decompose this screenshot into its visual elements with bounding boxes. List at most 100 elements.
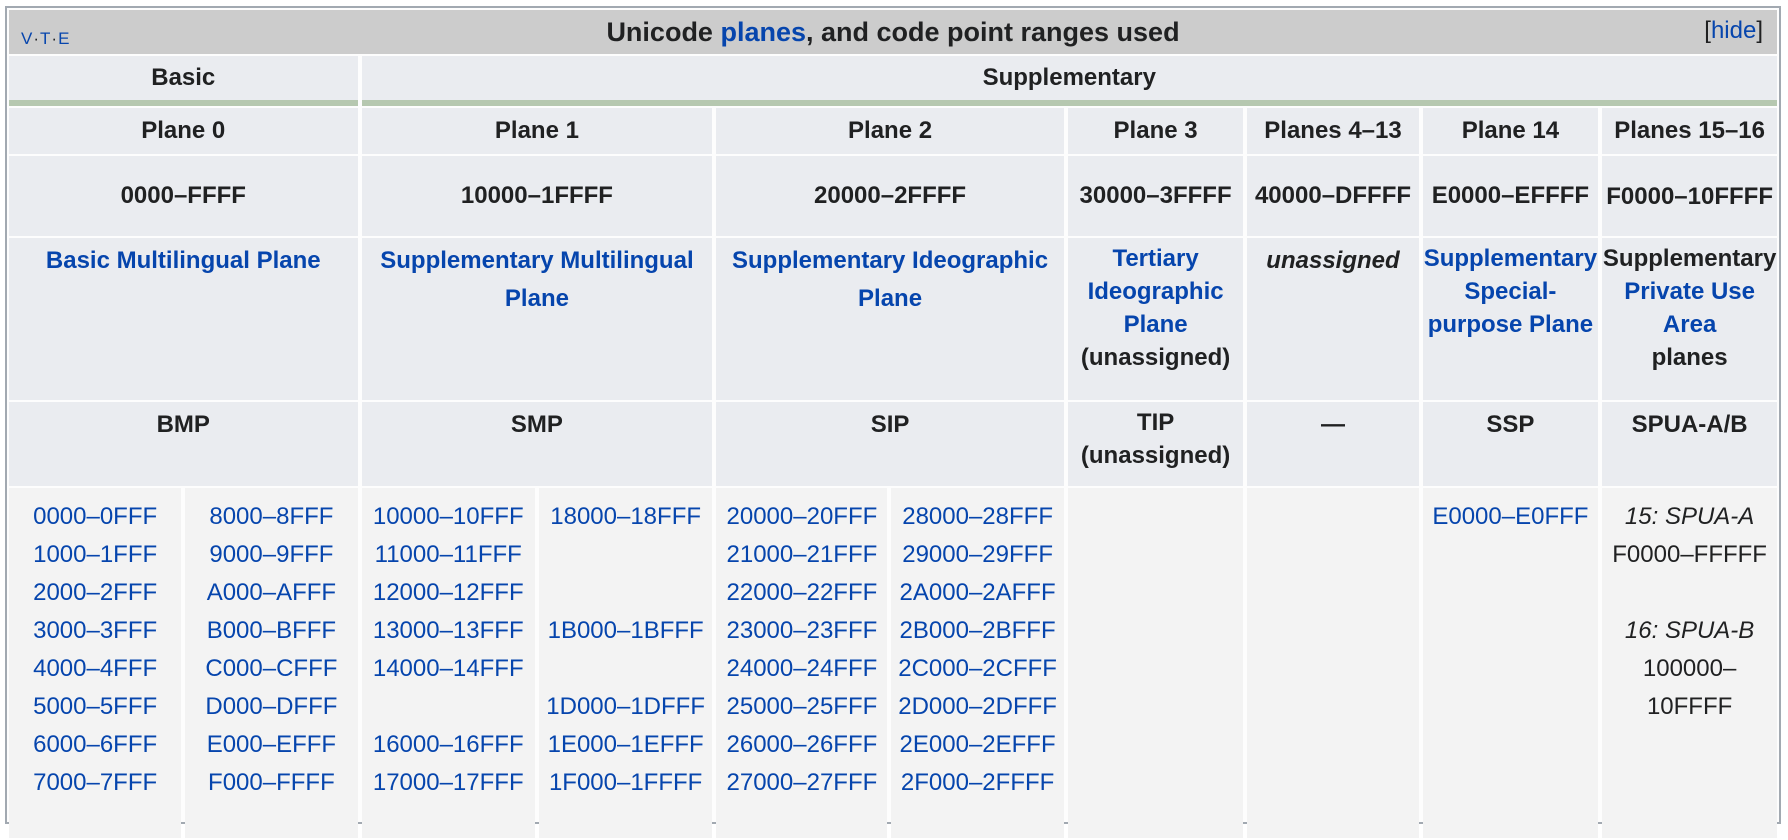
block-link[interactable]: E0000–E0FFF: [1432, 503, 1589, 530]
plane-14-label: Plane 14: [1422, 108, 1599, 154]
block-gap: [362, 688, 535, 726]
plane-0-range: 0000–FFFF: [9, 156, 358, 236]
plane-2-label: Plane 2: [716, 108, 1064, 154]
plane-2-abbr: SIP: [716, 402, 1064, 486]
block-link[interactable]: 17000–17FFF: [372, 769, 524, 796]
block-link[interactable]: 4000–4FFF: [33, 655, 158, 682]
smp-blocks-col-a: 10000–10FFF 11000–11FFF 12000–12FFF 1300…: [361, 488, 535, 838]
block-link[interactable]: 1D000–1DFFF: [546, 693, 705, 720]
plane-1-abbr: SMP: [361, 402, 713, 486]
block-link[interactable]: F000–FFFF: [208, 769, 335, 796]
block-link[interactable]: 20000–20FFF: [726, 503, 878, 530]
block-link[interactable]: 1F000–1FFFF: [548, 769, 703, 796]
block-link[interactable]: A000–AFFF: [206, 579, 337, 606]
hide-toggle[interactable]: [hide]: [1704, 17, 1763, 44]
spua-name-suffix: planes: [1651, 344, 1728, 371]
block-link[interactable]: 16000–16FFF: [372, 731, 524, 758]
spua-a-range: F0000–FFFFF: [1612, 541, 1767, 568]
smp-blocks-col-b: 18000–18FFF 1B000–1BFFF 1D000–1DFFF 1E00…: [538, 488, 713, 838]
unassigned-label: unassigned: [1266, 247, 1400, 274]
block-link[interactable]: 10000–10FFF: [372, 503, 524, 530]
block-link[interactable]: 1E000–1EFFF: [547, 731, 704, 758]
plane-3-abbr-cell: TIP (unassigned): [1067, 402, 1244, 486]
spua-name-prefix: Supplement­ary: [1602, 245, 1777, 272]
block-link[interactable]: 18000–18FFF: [550, 503, 702, 530]
block-link[interactable]: 27000–27FFF: [726, 769, 878, 796]
tip-blocks-empty: [1067, 488, 1244, 838]
block-link[interactable]: 23000–23FFF: [726, 617, 878, 644]
plane-0-label: Plane 0: [9, 108, 358, 154]
group-basic: Basic: [9, 56, 358, 106]
plane-3-range: 30000–3FFFF: [1067, 156, 1244, 236]
sip-blocks-col-b: 28000–28FFF 29000–29FFF 2A000–2AFFF 2B00…: [891, 488, 1064, 838]
block-link[interactable]: 5000–5FFF: [33, 693, 158, 720]
planes-4-13-blocks-empty: [1247, 488, 1419, 838]
block-link[interactable]: 13000–13FFF: [372, 617, 524, 644]
block-link[interactable]: 1B000–1BFFF: [547, 617, 704, 644]
tip-link[interactable]: Tertiary Ideographic Plane: [1087, 245, 1224, 338]
spua-b-range-2: 10FFFF: [1646, 693, 1733, 720]
pua-link[interactable]: Private Use Area: [1624, 278, 1755, 338]
spua-gap: [1602, 574, 1777, 612]
block-link[interactable]: 2D000–2DFFF: [898, 693, 1057, 720]
unicode-planes-table: V·T·E Unicode planes, and code point ran…: [5, 8, 1781, 840]
block-link[interactable]: 29000–29FFF: [902, 541, 1053, 568]
block-link[interactable]: 24000–24FFF: [726, 655, 878, 682]
block-link[interactable]: 8000–8FFF: [209, 503, 334, 530]
block-link[interactable]: 22000–22FFF: [726, 579, 878, 606]
block-link[interactable]: 3000–3FFF: [33, 617, 158, 644]
block-link[interactable]: 21000–21FFF: [726, 541, 878, 568]
block-link[interactable]: 2C000–2CFFF: [898, 655, 1057, 682]
block-link[interactable]: 9000–9FFF: [209, 541, 334, 568]
block-link[interactable]: 2E000–2EFFF: [899, 731, 1056, 758]
sip-blocks-col-a: 20000–20FFF 21000–21FFF 22000–22FFF 2300…: [716, 488, 888, 838]
block-link[interactable]: 6000–6FFF: [33, 731, 158, 758]
block-link[interactable]: 1000–1FFF: [33, 541, 158, 568]
block-link[interactable]: 28000–28FFF: [902, 503, 1053, 530]
block-link[interactable]: 7000–7FFF: [33, 769, 158, 796]
block-link[interactable]: C000–CFFF: [205, 655, 338, 682]
planes-link[interactable]: planes: [720, 17, 806, 47]
block-gap: [539, 574, 712, 612]
block-link[interactable]: 2B000–2BFFF: [899, 617, 1056, 644]
spua-b-range-1: 100000–: [1642, 655, 1737, 682]
plane-0-name-cell: Basic Multilingual Plane: [9, 238, 358, 400]
planes-15-16-label: Planes 15–16: [1602, 108, 1777, 154]
block-gap: [539, 650, 712, 688]
planes-4-13-label: Planes 4–13: [1247, 108, 1419, 154]
title-prefix: Unicode: [606, 17, 721, 47]
block-link[interactable]: 2A000–2AFFF: [899, 579, 1056, 606]
hide-link[interactable]: hide: [1710, 17, 1757, 44]
block-link[interactable]: 2000–2FFF: [33, 579, 158, 606]
block-link[interactable]: 14000–14FFF: [372, 655, 524, 682]
navbox: V·T·E Unicode planes, and code point ran…: [5, 6, 1781, 838]
bmp-link[interactable]: Basic Multilingual Plane: [45, 247, 321, 274]
block-link[interactable]: E000–EFFF: [206, 731, 337, 758]
block-link[interactable]: 26000–26FFF: [726, 731, 878, 758]
block-link[interactable]: D000–DFFF: [205, 693, 338, 720]
bmp-blocks-col-b: 8000–8FFF 9000–9FFF A000–AFFF B000–BFFF …: [185, 488, 358, 838]
plane-2-range: 20000–2FFFF: [716, 156, 1064, 236]
plane-3-abbr: TIP: [1136, 409, 1175, 436]
tip-unassigned-note: (unassigned): [1080, 344, 1231, 371]
planes-4-13-name-cell: unassigned: [1247, 238, 1419, 400]
plane-1-name-cell: Supplementary Multilingual Plane: [361, 238, 713, 400]
block-link[interactable]: 25000–25FFF: [726, 693, 878, 720]
planes-15-16-abbr: SPUA-A/B: [1602, 402, 1777, 486]
block-link[interactable]: 11000–11FFF: [374, 541, 522, 568]
block-link[interactable]: B000–BFFF: [206, 617, 337, 644]
block-link[interactable]: 2F000–2FFFF: [900, 769, 1055, 796]
ssp-link[interactable]: Supplement­ary Special-purpose Plane: [1423, 245, 1598, 338]
block-link[interactable]: 12000–12FFF: [372, 579, 524, 606]
plane-14-abbr: SSP: [1422, 402, 1599, 486]
edit-link[interactable]: E: [58, 29, 71, 48]
view-link[interactable]: V: [21, 29, 34, 48]
smp-link[interactable]: Supplementary Multilingual Plane: [380, 247, 694, 312]
plane-3-abbr-note: (unassigned): [1080, 442, 1231, 469]
sip-link[interactable]: Supplementary Ideographic Plane: [732, 247, 1049, 312]
planes-4-13-abbr: —: [1247, 402, 1419, 486]
block-link[interactable]: 0000–0FFF: [33, 503, 158, 530]
spua-b-label: 16: SPUA-B: [1624, 617, 1755, 644]
talk-link[interactable]: T: [40, 29, 52, 48]
plane-14-name-cell: Supplement­ary Special-purpose Plane: [1422, 238, 1599, 400]
